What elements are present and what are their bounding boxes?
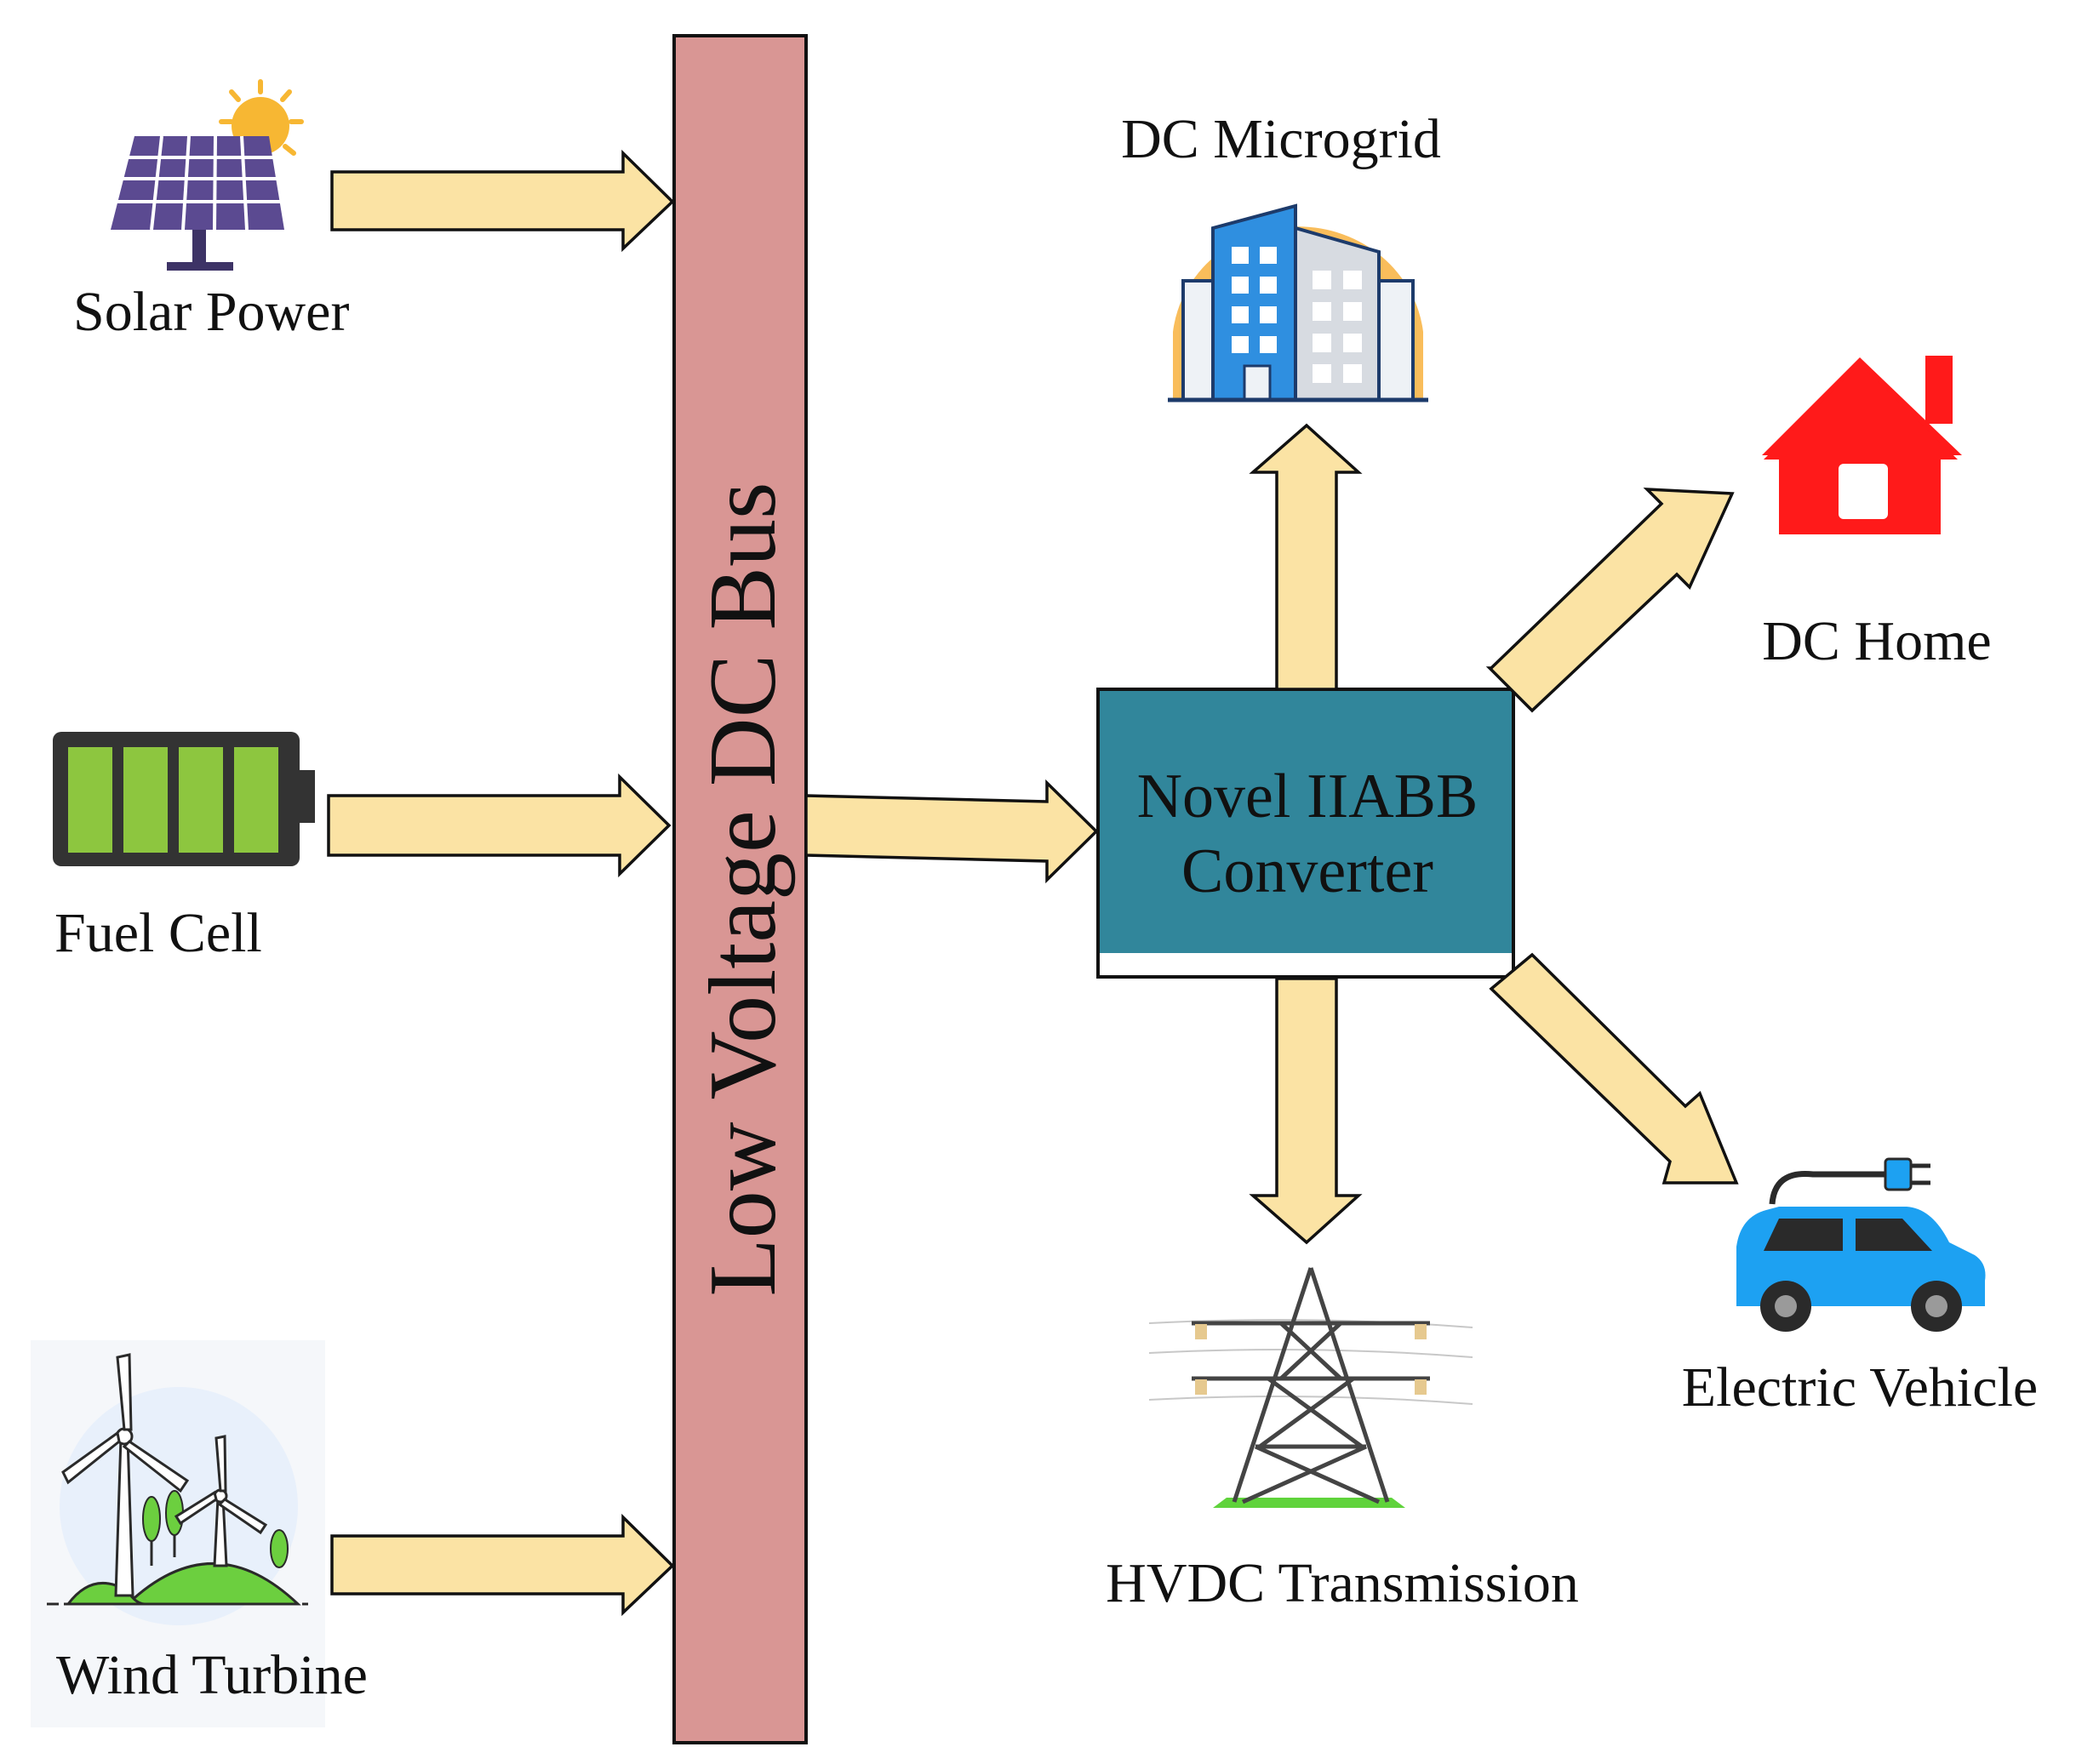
dc-bus: Low Voltage DC Bus [672, 34, 808, 1744]
arrow-converter-to-home [1485, 488, 1735, 713]
fuel-cell-label: Fuel Cell [54, 902, 262, 964]
dc-home-label: DC Home [1762, 610, 1991, 672]
dc-bus-bar [672, 34, 808, 1744]
arrow-wind-to-bus [330, 1513, 675, 1617]
arrows-in [327, 149, 675, 1617]
electric-vehicle-icon [1736, 1157, 1986, 1332]
arrow-converter-to-ev [1489, 952, 1739, 1185]
solar-power-label: Solar Power [73, 281, 349, 343]
converter-block: Novel IIABB Converter [1096, 688, 1515, 979]
arrow-solar-to-bus [330, 149, 675, 253]
arrow-converter-to-microgrid [1249, 423, 1363, 691]
battery-icon [53, 732, 315, 866]
arrow-bus-to-converter [804, 779, 1099, 884]
converter-label-line1: Novel IIABB [1137, 762, 1478, 831]
dc-bus-label: Low Voltage DC Bus [690, 482, 796, 1296]
dc-microgrid-label: DC Microgrid [1121, 108, 1441, 170]
solar-panel-icon [111, 79, 304, 271]
arrows-out [1249, 423, 1739, 1245]
wind-turbine-icon [31, 1340, 325, 1727]
transmission-tower-icon [1148, 1267, 1473, 1508]
converter-label-line2: Converter [1181, 836, 1433, 906]
hvdc-transmission-label: HVDC Transmission [1106, 1552, 1579, 1614]
electric-vehicle-label: Electric Vehicle [1682, 1356, 2038, 1419]
wind-turbine-label: Wind Turbine [56, 1644, 368, 1706]
building-icon [1168, 203, 1428, 402]
converter-box-fill [1100, 691, 1512, 953]
home-icon [1762, 356, 1962, 534]
arrow-fuel-to-bus [327, 773, 672, 878]
arrow-converter-to-hvdc [1249, 977, 1363, 1245]
